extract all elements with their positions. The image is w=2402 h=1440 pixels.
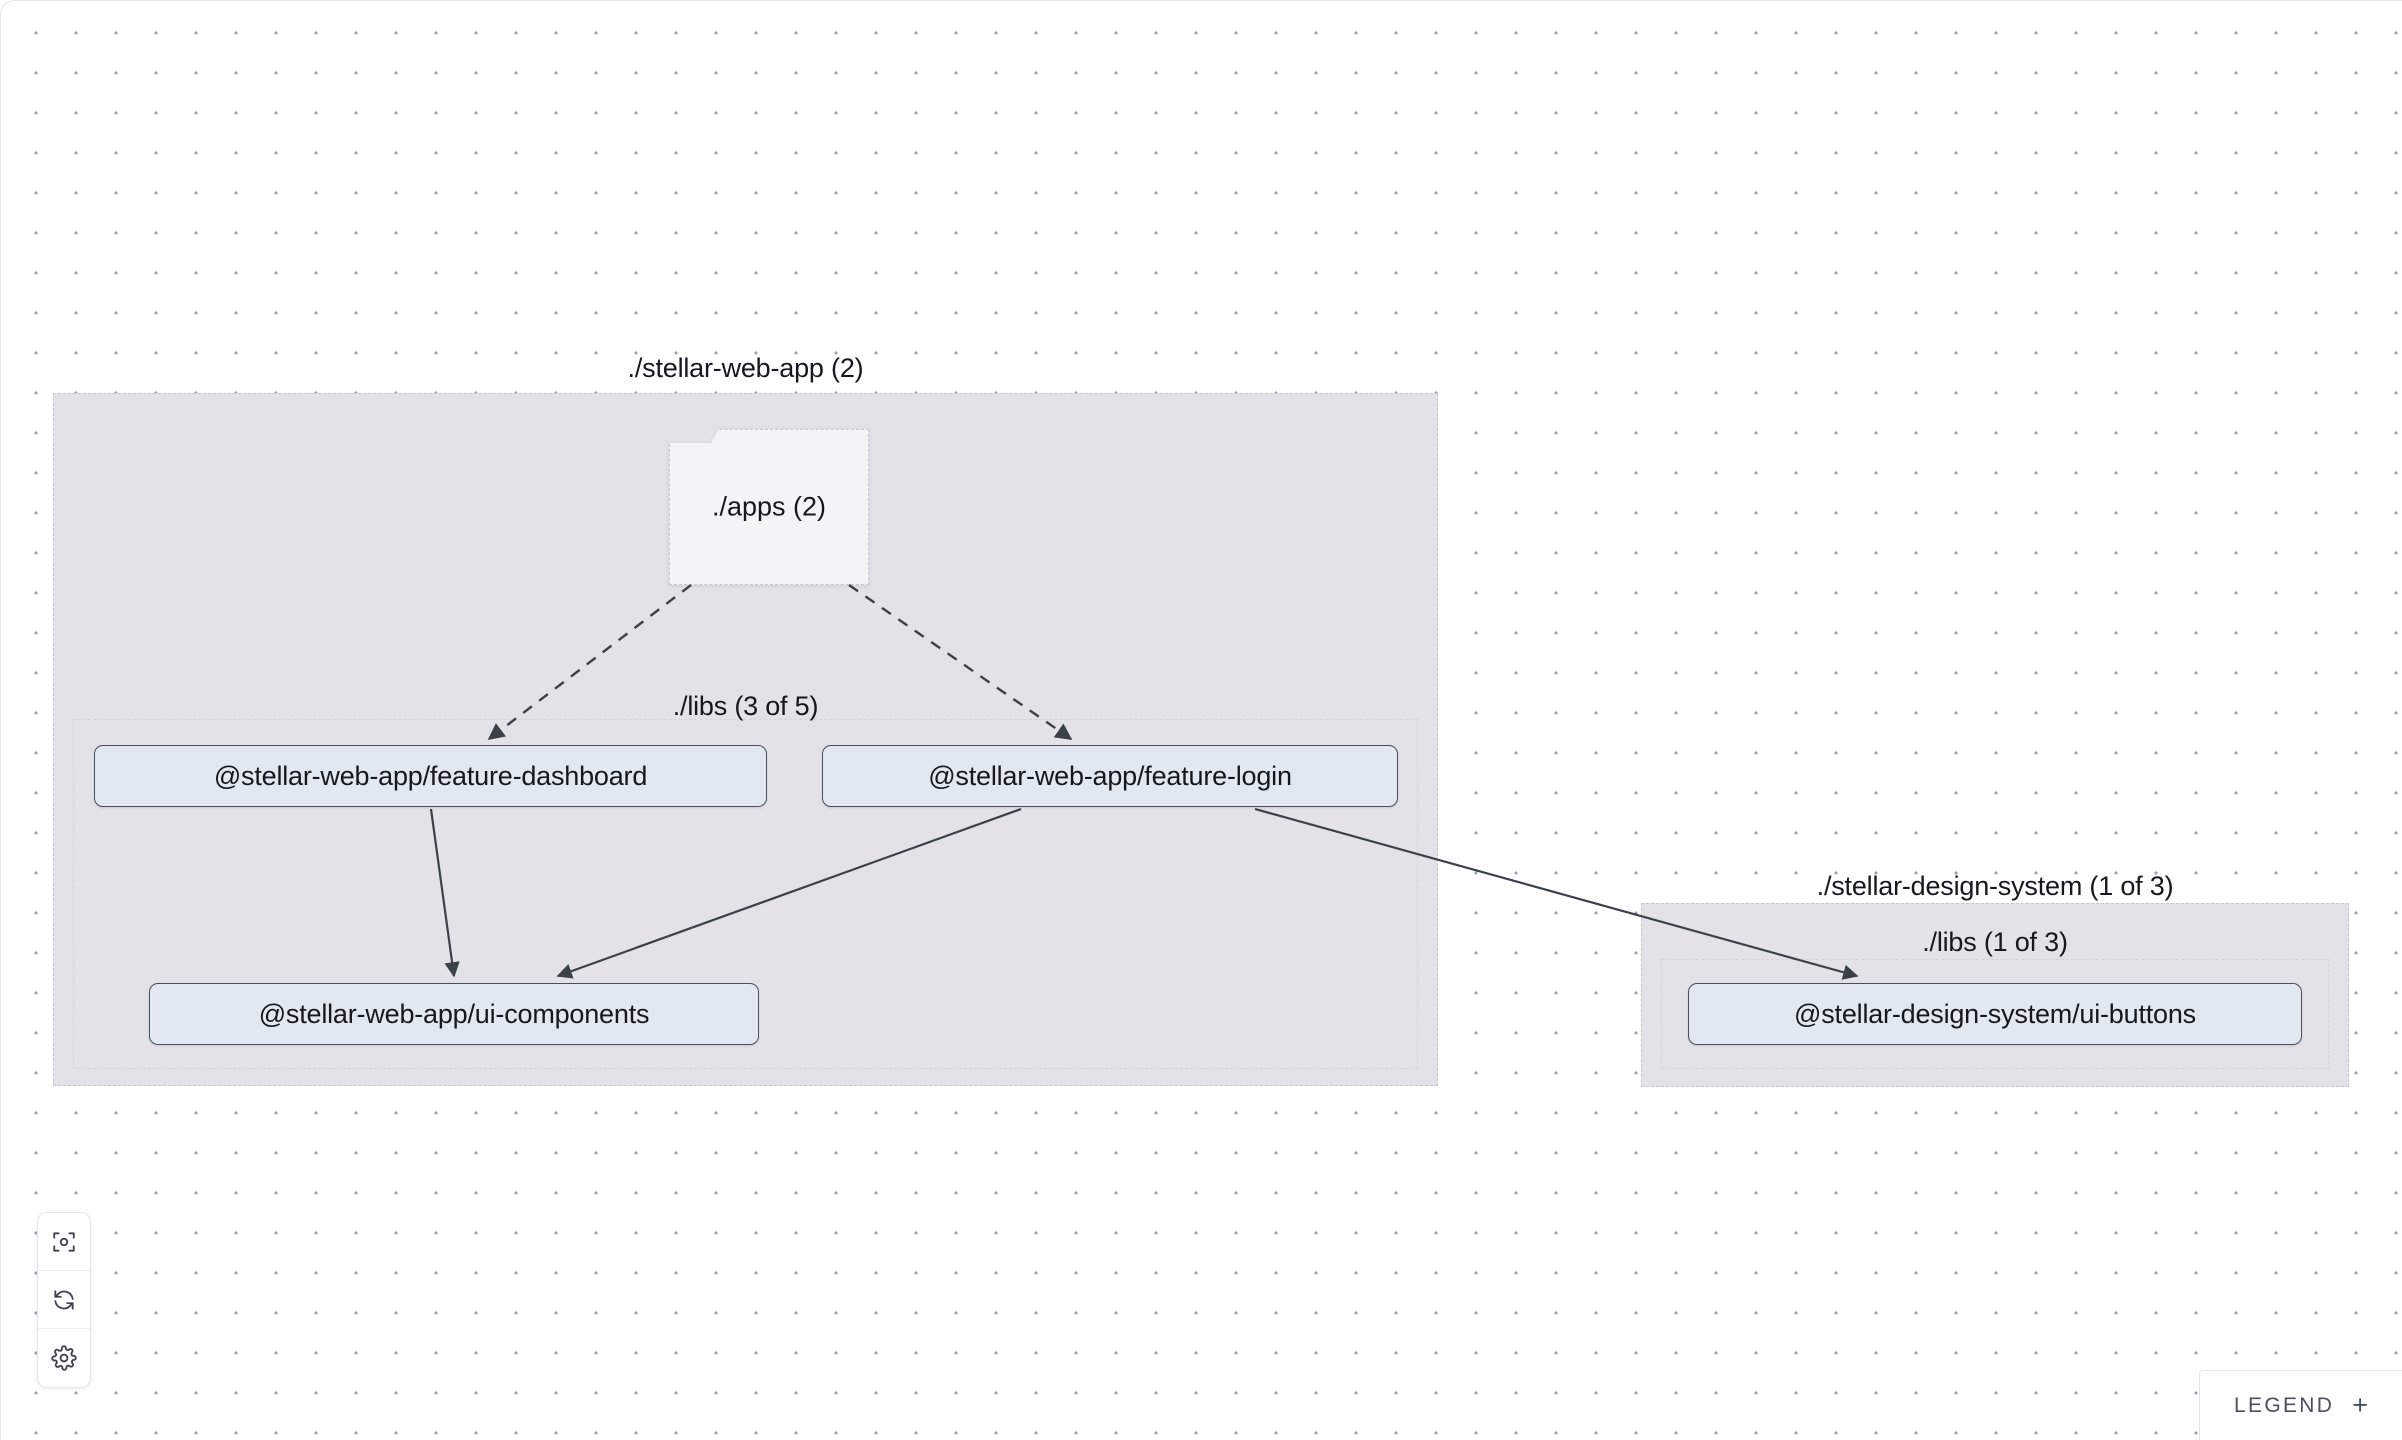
legend-label: LEGEND bbox=[2234, 1393, 2335, 1417]
focus-target-icon bbox=[51, 1229, 77, 1255]
gear-icon bbox=[51, 1345, 77, 1371]
refresh-icon bbox=[51, 1287, 77, 1313]
project-node-label: @stellar-design-system/ui-buttons bbox=[1794, 998, 2196, 1029]
project-node-label: @stellar-web-app/ui-components bbox=[258, 998, 650, 1029]
refresh-graph-button[interactable] bbox=[38, 1271, 90, 1329]
folder-node-apps-label: ./apps (2) bbox=[711, 491, 827, 522]
group-label-stellar-design-system-libs: ./libs (1 of 3) bbox=[1922, 927, 2068, 957]
legend-button[interactable]: LEGEND + bbox=[2199, 1370, 2402, 1440]
settings-button[interactable] bbox=[38, 1329, 90, 1387]
folder-node-apps[interactable]: ./apps (2) bbox=[669, 429, 869, 585]
project-node-label: @stellar-web-app/feature-login bbox=[928, 760, 1292, 791]
group-label-stellar-web-app-libs: ./libs (3 of 5) bbox=[672, 691, 819, 721]
project-node-ui-buttons[interactable]: @stellar-design-system/ui-buttons bbox=[1688, 983, 2302, 1045]
folder-shape bbox=[669, 429, 869, 585]
group-label-stellar-web-app: ./stellar-web-app (2) bbox=[627, 353, 864, 383]
project-node-feature-dashboard[interactable]: @stellar-web-app/feature-dashboard bbox=[94, 745, 767, 807]
canvas-toolbar bbox=[37, 1212, 91, 1388]
project-node-feature-login[interactable]: @stellar-web-app/feature-login bbox=[822, 745, 1398, 807]
project-node-label: @stellar-web-app/feature-dashboard bbox=[213, 760, 648, 791]
project-node-ui-components[interactable]: @stellar-web-app/ui-components bbox=[149, 983, 759, 1045]
focus-graph-button[interactable] bbox=[38, 1213, 90, 1271]
plus-icon: + bbox=[2352, 1390, 2368, 1420]
group-label-stellar-design-system: ./stellar-design-system (1 of 3) bbox=[1816, 871, 2174, 901]
